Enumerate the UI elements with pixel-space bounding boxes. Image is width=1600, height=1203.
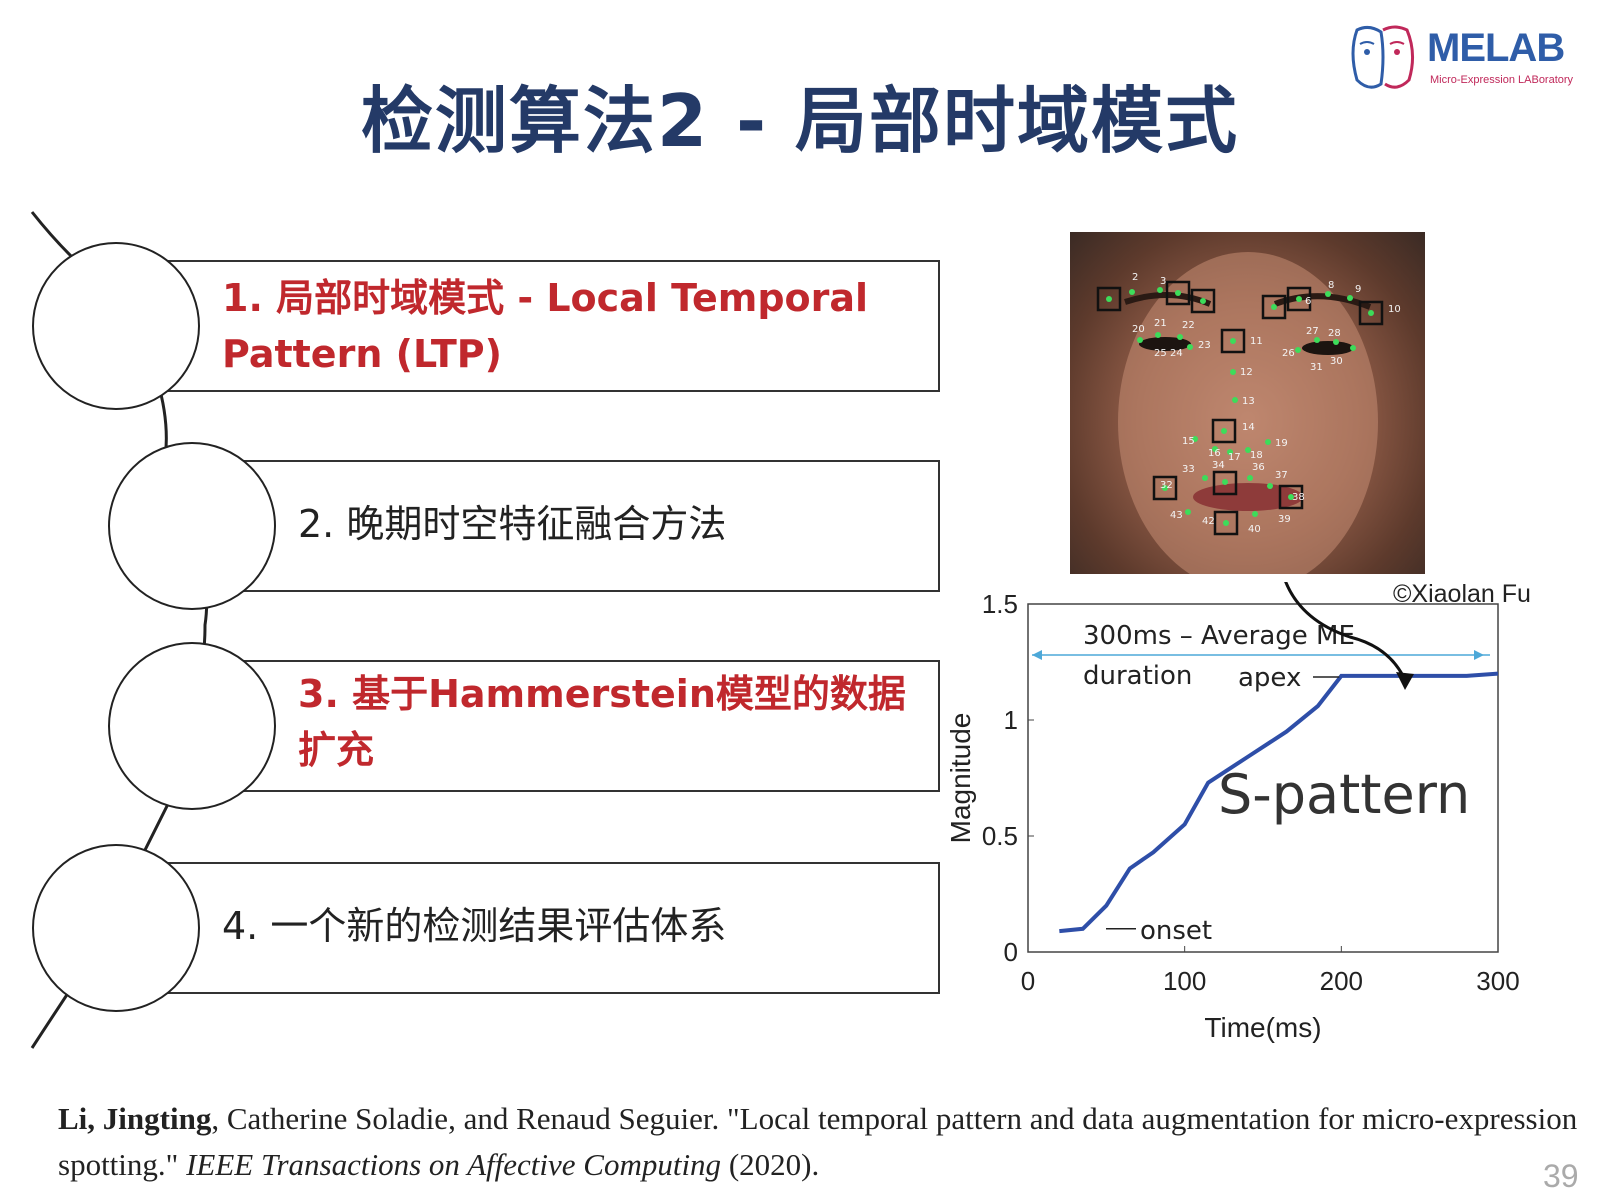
y-tick-label: 1 (1004, 705, 1018, 735)
landmark-label: 21 (1154, 318, 1167, 329)
item-text-2: 2. 晚期时空特征融合方法 (298, 496, 726, 552)
ref-author-bold: Li, Jingting (58, 1101, 212, 1136)
x-axis-label: Time(ms) (1204, 1012, 1321, 1043)
landmark-label: 36 (1252, 462, 1265, 473)
apex-callout-arrow (1284, 582, 1407, 681)
reference-citation: Li, Jingting, Catherine Soladie, and Ren… (58, 1096, 1578, 1188)
landmark-label: 14 (1242, 422, 1255, 433)
item-text-3: 3. 基于Hammerstein模型的数据 扩充 (298, 666, 906, 778)
landmark-label: 42 (1202, 516, 1215, 527)
item-box-3 (160, 660, 940, 792)
landmark-label: 33 (1182, 464, 1195, 475)
landmark-label: 30 (1330, 356, 1343, 367)
landmark-label: 15 (1182, 436, 1195, 447)
landmark-label: 18 (1250, 450, 1263, 461)
ref-year: (2020). (721, 1147, 820, 1182)
landmark-label: 12 (1240, 367, 1253, 378)
item-4-line1: 4. 一个新的检测结果评估体系 (222, 904, 727, 948)
onset-label: onset (1140, 916, 1212, 946)
apex-callout-arrowhead-icon (1396, 672, 1414, 690)
item-1-line2: Pattern (LTP) (222, 332, 503, 376)
y-axis-label: Magnitude (950, 713, 976, 844)
landmark-label: 34 (1212, 460, 1225, 471)
face-logo-icon (1351, 25, 1414, 89)
landmark-label: 6 (1305, 296, 1311, 307)
item-1-line1: 1. 局部时域模式 - Local Temporal (222, 276, 869, 320)
landmark-label: 25 (1154, 348, 1167, 359)
landmark-label: 9 (1355, 284, 1361, 295)
ref-authors-rest: , Catherine Soladie, and Renaud Seguier.… (58, 1101, 1578, 1182)
landmark-label: 23 (1198, 340, 1211, 351)
x-tick-label: 100 (1163, 966, 1206, 996)
duration-label-1: 300ms – Average ME (1083, 621, 1355, 651)
landmark-label: 16 (1208, 448, 1221, 459)
item-circle-2 (108, 442, 276, 610)
pattern-label: S-pattern (1218, 763, 1470, 826)
item-box-1 (160, 260, 940, 392)
logo-subtitle: Micro-Expression LABoratory (1430, 74, 1574, 86)
plot-frame (1027, 603, 1499, 953)
landmark-label: 27 (1306, 326, 1319, 337)
slide-title: 检测算法2 - 局部时域模式 (360, 79, 1240, 163)
page-number: 39 (1543, 1158, 1579, 1194)
landmark-label: 20 (1132, 324, 1145, 335)
landmark-label: 40 (1248, 524, 1261, 535)
logo-wordmark: MELAB (1427, 26, 1565, 70)
item-circle-3 (108, 642, 276, 810)
landmark-label: 24 (1170, 348, 1183, 359)
landmark-label: 32 (1160, 480, 1173, 491)
landmark-label: 43 (1170, 510, 1183, 521)
item-3-line1: 3. 基于Hammerstein模型的数据 (298, 672, 906, 716)
item-2-line1: 2. 晚期时空特征融合方法 (298, 502, 727, 546)
apex-label: apex (1238, 663, 1301, 693)
landmark-label: 31 (1310, 362, 1323, 373)
landmark-label: 37 (1275, 470, 1288, 481)
item-circle-1 (32, 242, 200, 410)
landmark-label: 39 (1278, 514, 1291, 525)
x-tick-label: 0 (1021, 966, 1035, 996)
landmark-label: 19 (1275, 438, 1288, 449)
landmark-label: 13 (1242, 396, 1255, 407)
landmark-label: 2 (1132, 272, 1138, 283)
landmark-label: 10 (1388, 304, 1401, 315)
y-tick-label: 0 (1004, 937, 1018, 967)
duration-label-2: duration (1083, 661, 1192, 691)
melab-logo: MELAB Micro-Expression LABoratory (1345, 20, 1590, 92)
landmark-label: 26 (1282, 348, 1295, 359)
duration-arrow-left-icon (1032, 650, 1042, 661)
landmark-label: 11 (1250, 336, 1263, 347)
item-text-4: 4. 一个新的检测结果评估体系 (222, 898, 726, 954)
series-line (1059, 671, 1499, 934)
landmark-label: 22 (1182, 320, 1195, 331)
landmark-label: 38 (1292, 492, 1305, 503)
item-3-line2: 扩充 (298, 728, 375, 772)
item-circle-4 (32, 844, 200, 1012)
x-tick-label: 200 (1320, 966, 1363, 996)
y-tick-label: 0.5 (982, 821, 1018, 851)
x-tick-label: 300 (1476, 966, 1519, 996)
landmark-label: 3 (1160, 276, 1166, 287)
ref-journal: IEEE Transactions on Affective Computing (186, 1147, 722, 1182)
landmark-label: 28 (1328, 328, 1341, 339)
y-tick-label: 1.5 (982, 589, 1018, 619)
item-box-4 (160, 862, 940, 994)
landmark-label: 17 (1228, 452, 1241, 463)
landmark-label: 8 (1328, 280, 1334, 291)
duration-arrow-right-icon (1474, 650, 1484, 661)
item-text-1: 1. 局部时域模式 - Local Temporal Pattern (LTP) (222, 270, 868, 382)
